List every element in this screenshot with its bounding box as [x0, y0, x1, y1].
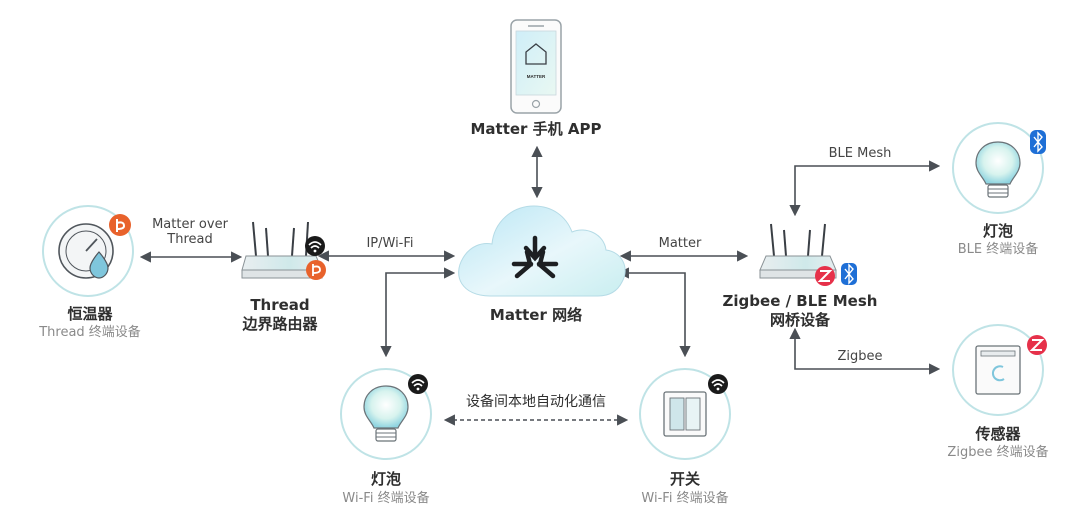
wifi-badge-icon	[708, 374, 728, 394]
thread-badge-icon	[109, 214, 131, 236]
cloud-label: Matter 网络	[489, 306, 583, 324]
wifi-bulb-label: 灯泡	[370, 470, 401, 488]
switch-sublabel: Wi-Fi 终端设备	[641, 491, 729, 506]
bluetooth-badge-icon	[841, 263, 857, 285]
arrow-bridge-ble-bulb	[789, 160, 941, 217]
bluetooth-badge-icon	[1030, 130, 1046, 154]
ble-bulb-icon	[952, 122, 1044, 214]
wifi-bulb-sublabel: Wi-Fi 终端设备	[342, 491, 430, 506]
arrow-cloud-switch	[617, 267, 691, 358]
phone-screen-text: MATTER	[527, 74, 546, 79]
thread-router-label-line2: 边界路由器	[242, 315, 318, 333]
matter-logo-icon	[511, 235, 559, 279]
bridge-router-icon	[759, 223, 837, 279]
wifi-badge-icon	[305, 236, 325, 256]
wifi-badge-icon	[408, 374, 428, 394]
phone-label: Matter 手机 APP	[470, 120, 602, 138]
bridge-label-line1: Zigbee / BLE Mesh	[722, 292, 878, 310]
edge-label-zigbee: Zigbee	[837, 349, 883, 364]
arrows	[139, 145, 941, 426]
thermostat-sublabel: Thread 终端设备	[39, 325, 141, 340]
ble-bulb-sublabel: BLE 终端设备	[957, 242, 1039, 257]
edge-label-matter: Matter	[658, 236, 702, 251]
arrow-cloud-wifi-bulb	[380, 267, 456, 358]
ble-bulb-label: 灯泡	[982, 222, 1013, 240]
edge-label-local-automation: 设备间本地自动化通信	[466, 394, 606, 410]
edge-label-ble-mesh: BLE Mesh	[828, 146, 892, 161]
bridge-label-line2: 网桥设备	[769, 311, 830, 329]
switch-label: 开关	[669, 470, 700, 488]
sensor-label: 传感器	[975, 425, 1021, 443]
sensor-icon	[952, 324, 1044, 416]
edge-label-thread-line1: Matter over	[152, 217, 228, 232]
switch-icon	[639, 368, 731, 460]
arrow-bridge-sensor	[789, 327, 941, 375]
cloud-icon	[458, 205, 626, 297]
thread-badge-icon	[306, 260, 326, 280]
edge-label-thread-line2: Thread	[167, 232, 213, 247]
edge-label-ipwifi: IP/Wi-Fi	[366, 236, 414, 251]
sensor-sublabel: Zigbee 终端设备	[947, 445, 1049, 460]
phone-icon: MATTER	[510, 19, 562, 114]
zigbee-badge-icon	[1027, 335, 1047, 355]
thread-router-label-line1: Thread	[250, 296, 310, 314]
zigbee-badge-icon	[815, 266, 835, 286]
wifi-bulb-icon	[340, 368, 432, 460]
thermostat-label: 恒温器	[67, 305, 113, 323]
